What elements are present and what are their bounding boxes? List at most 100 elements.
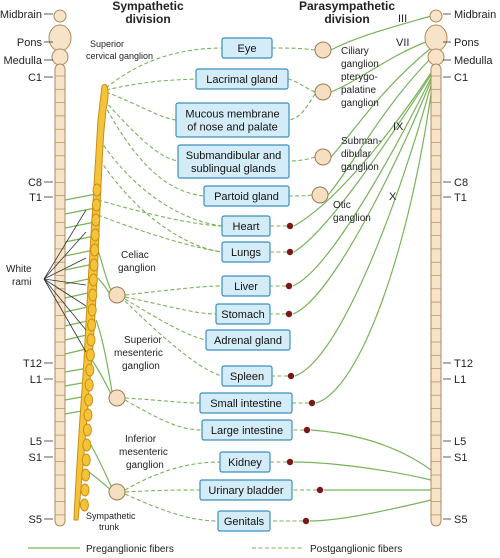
preganglionic-fiber bbox=[292, 73, 434, 287]
chain-ganglion bbox=[84, 378, 94, 392]
terminal-ganglion bbox=[302, 517, 310, 525]
superior-mesenteric-label-2: mesenteric bbox=[114, 348, 163, 359]
preganglionic-fiber bbox=[330, 39, 432, 93]
white-rami-pointer bbox=[43, 278, 87, 286]
chain-ganglion bbox=[91, 198, 101, 212]
chain-ganglion bbox=[89, 258, 99, 272]
superior-mesenteric-label-1: Superior bbox=[124, 335, 162, 346]
organ-box bbox=[219, 451, 271, 473]
cranial-nerve-vii: VII bbox=[396, 37, 409, 49]
cord-segments bbox=[55, 75, 441, 516]
chain-ganglion bbox=[84, 393, 94, 407]
pterygopalatine-ganglion bbox=[314, 83, 332, 101]
postganglionic-fiber bbox=[124, 493, 219, 522]
organ-box bbox=[199, 479, 293, 501]
submandibular-label-2: dibular bbox=[341, 149, 372, 160]
sympathetic-trunk-label-1: Sympathetic bbox=[86, 511, 136, 521]
terminal-ganglion bbox=[303, 426, 311, 434]
terminal-ganglion bbox=[316, 486, 324, 494]
level-label-left: Midbrain bbox=[0, 9, 42, 21]
sympathetic-trunk-label-2: trunk bbox=[99, 522, 120, 532]
organ-label: Submandibular and bbox=[186, 150, 281, 162]
inferior-mesenteric-label-1: Inferior bbox=[125, 434, 157, 445]
organ-large-intestine: Large intestine bbox=[201, 419, 293, 441]
organ-box bbox=[221, 365, 273, 387]
submandibular-label-1: Subman- bbox=[341, 136, 382, 147]
midbrain-left bbox=[53, 9, 67, 23]
preganglionic-fiber bbox=[97, 277, 111, 296]
postganglionic-fiber bbox=[124, 399, 203, 431]
organ-box bbox=[217, 510, 271, 532]
level-label-left: C1 bbox=[28, 72, 42, 84]
terminal-ganglion bbox=[286, 222, 294, 230]
cranial-nerve-iii: III bbox=[398, 13, 407, 25]
white-rami-pointer bbox=[43, 209, 87, 280]
organ-adrenal-gland: Adrenal gland bbox=[205, 329, 291, 351]
preganglionic-fiber bbox=[64, 221, 96, 229]
chain-ganglion bbox=[82, 438, 92, 452]
postganglionic-fiber bbox=[124, 285, 223, 296]
organ-box bbox=[215, 303, 271, 325]
pterygopalatine-label-3: ganglion bbox=[341, 98, 379, 109]
organ-parotid-gland: Partoid gland bbox=[203, 185, 290, 207]
organ-box bbox=[201, 419, 293, 441]
preganglionic-fiber bbox=[97, 249, 113, 293]
otic-label-1: Otic bbox=[333, 200, 351, 211]
chain-ganglion bbox=[79, 498, 89, 512]
terminal-ganglion bbox=[285, 282, 293, 290]
preganglionic-fiber bbox=[330, 47, 432, 158]
level-label-right: L5 bbox=[454, 436, 466, 448]
chain-ganglion bbox=[87, 303, 97, 317]
organ-box bbox=[203, 185, 290, 207]
chain-ganglion bbox=[85, 363, 95, 377]
celiac-label-2: ganglion bbox=[118, 263, 156, 274]
sympathetic-trunk-chain bbox=[73, 84, 109, 521]
chain-ganglion bbox=[81, 468, 91, 482]
chain-ganglion bbox=[83, 408, 93, 422]
pterygopalatine-label-1: pterygo- bbox=[341, 72, 378, 83]
white-rami-pointer bbox=[43, 278, 87, 307]
organ-box bbox=[195, 68, 289, 90]
level-label-right: Midbrain bbox=[454, 9, 496, 21]
preganglionic-fiber bbox=[294, 77, 434, 377]
organ-box bbox=[221, 37, 273, 59]
level-label-right: T1 bbox=[454, 192, 467, 204]
postganglionic-fiber bbox=[124, 397, 201, 404]
organ-label: of nose and palate bbox=[187, 122, 278, 134]
spinal-level-labels: MidbrainPonsMedullaC1C8T1T12L1L5S1S5Midb… bbox=[0, 9, 496, 526]
preganglionic-fiber bbox=[309, 499, 432, 522]
chain-ganglion bbox=[87, 318, 97, 332]
chain-ganglion bbox=[90, 228, 100, 242]
organ-box bbox=[199, 392, 293, 414]
postganglionic-fiber bbox=[288, 194, 313, 197]
nerve-fibers bbox=[64, 15, 434, 522]
organ-box bbox=[205, 329, 291, 351]
postganglionic-fiber bbox=[287, 78, 316, 93]
ciliary-ganglion bbox=[314, 41, 332, 59]
postganglionic-fiber bbox=[124, 296, 217, 315]
organ-eye: Eye bbox=[221, 37, 273, 59]
postganglionic-fiber bbox=[103, 99, 179, 162]
parasympathetic-header-line2: division bbox=[324, 12, 369, 26]
white-rami-pointer bbox=[43, 278, 87, 331]
chain-ganglion bbox=[81, 453, 91, 467]
organ-label: Large intestine bbox=[211, 425, 283, 437]
organ-label: Small intestine bbox=[210, 398, 282, 410]
pons-right bbox=[424, 24, 448, 52]
organ-box bbox=[221, 215, 271, 237]
organ-label: Spleen bbox=[230, 371, 264, 383]
chain-ganglion bbox=[88, 273, 98, 287]
preganglionic-fiber bbox=[293, 71, 434, 253]
celiac-label-1: Celiac bbox=[121, 250, 149, 261]
postganglionic-fiber bbox=[103, 103, 205, 197]
level-label-left: T12 bbox=[23, 358, 42, 370]
sympathetic-header-line1: Sympathetic bbox=[112, 0, 184, 13]
organ-label: sublingual glands bbox=[191, 163, 277, 175]
preganglionic-fiber bbox=[310, 429, 432, 471]
organ-liver: Liver bbox=[221, 275, 271, 297]
chain-ganglion bbox=[85, 348, 95, 362]
terminal-ganglion bbox=[286, 248, 294, 256]
preganglionic-fiber bbox=[293, 69, 434, 227]
